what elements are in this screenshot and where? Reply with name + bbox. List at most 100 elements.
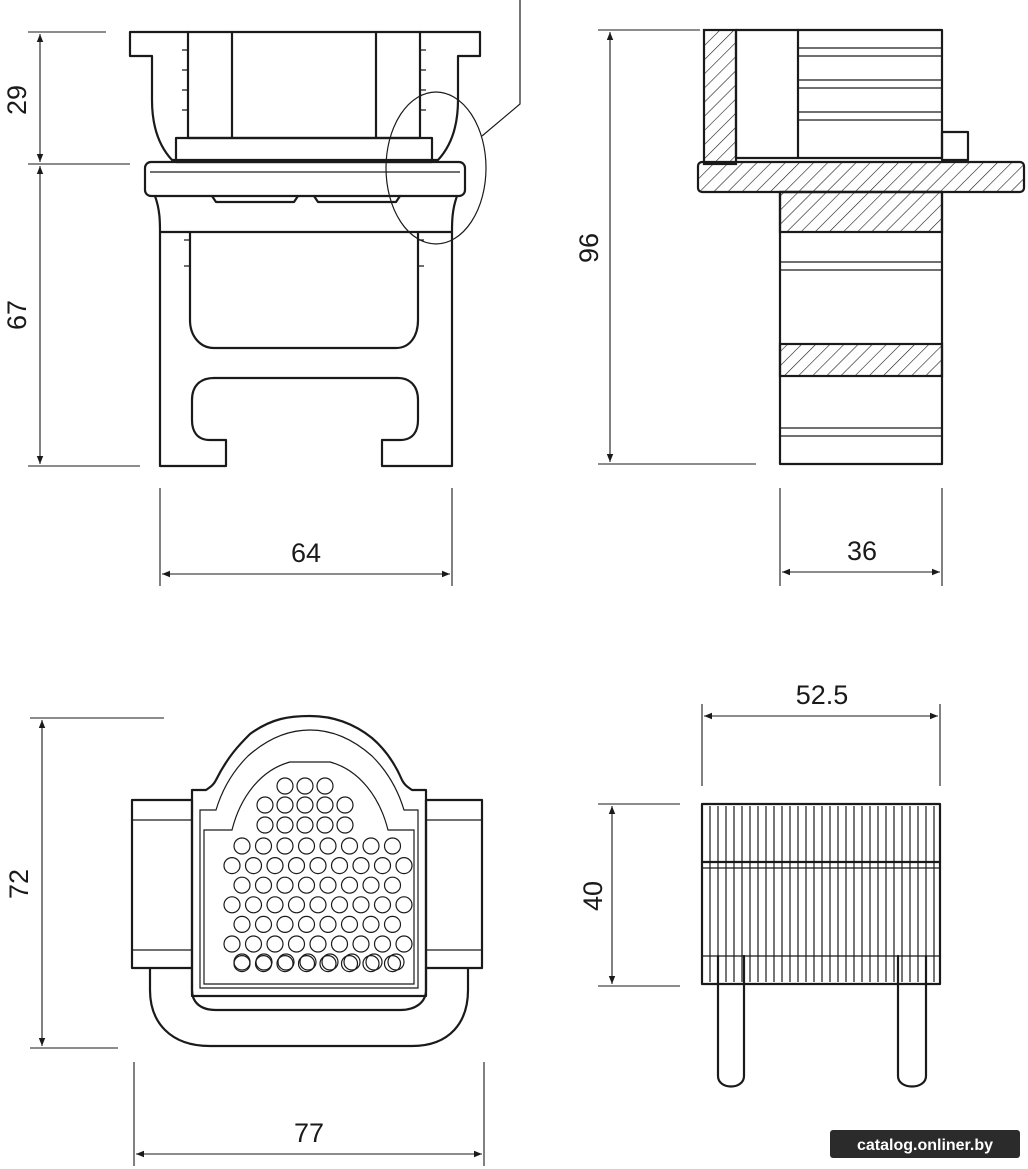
dim-side-height: 96	[574, 233, 604, 263]
contact-hole	[343, 953, 361, 971]
contact-hole	[266, 896, 284, 914]
contact-hole	[321, 953, 339, 971]
dim-front-upper-height: 29	[2, 85, 32, 115]
contact-holes	[223, 777, 413, 973]
contact-hole	[276, 954, 294, 973]
contact-hole	[256, 816, 274, 834]
contact-hole	[287, 935, 306, 953]
contact-hole	[362, 876, 380, 894]
contact-hole	[299, 953, 317, 971]
contact-hole	[296, 816, 314, 834]
dim-face-width: 77	[294, 1118, 324, 1148]
dim-front-width: 64	[291, 538, 321, 568]
contact-hole	[340, 876, 359, 894]
contact-hole	[336, 816, 354, 834]
contact-hole	[330, 896, 349, 914]
side-dimensions: 96 36	[574, 29, 943, 586]
contact-hole	[223, 856, 241, 875]
contact-hole	[309, 856, 327, 875]
contact-hole	[276, 796, 294, 814]
contact-hole	[244, 935, 263, 953]
contact-hole	[340, 837, 359, 855]
contact-hole	[266, 856, 284, 875]
contact-hole	[362, 915, 380, 934]
contact-hole	[297, 915, 316, 934]
plug-view	[700, 802, 942, 1088]
contact-hole	[233, 915, 251, 934]
dim-plug-height: 40	[578, 881, 608, 911]
dim-plug-width: 52.5	[796, 680, 849, 710]
contact-hole	[352, 856, 370, 875]
contact-hole	[352, 935, 370, 953]
contact-hole	[316, 796, 334, 814]
contact-hole	[296, 777, 314, 795]
contact-hole	[319, 876, 337, 894]
contact-hole	[277, 953, 295, 971]
dim-side-width: 36	[847, 536, 877, 566]
contact-hole	[373, 896, 392, 914]
contact-hole	[387, 953, 405, 971]
contact-hole	[319, 954, 337, 973]
contact-hole	[276, 777, 294, 795]
contact-hole	[287, 856, 306, 875]
contact-hole	[254, 876, 273, 894]
contact-hole	[297, 876, 316, 894]
contact-hole	[316, 816, 334, 834]
front-view	[128, 0, 521, 468]
contact-hole	[365, 953, 383, 971]
contact-hole	[330, 856, 349, 875]
contact-hole	[233, 876, 251, 894]
dim-face-height: 72	[4, 869, 34, 899]
face-view	[130, 714, 484, 1048]
contact-hole	[244, 896, 263, 914]
contact-hole	[266, 935, 284, 953]
contact-hole	[316, 777, 334, 795]
contact-hole	[319, 915, 337, 934]
face-dimensions: 72 77	[4, 717, 485, 1166]
contact-hole	[319, 837, 337, 855]
contact-hole	[287, 896, 306, 914]
contact-hole	[296, 796, 314, 814]
contact-hole	[395, 935, 413, 953]
dim-front-lower-height: 67	[2, 300, 32, 330]
contact-hole	[254, 915, 273, 934]
watermark-text: catalog.onliner.by	[857, 1137, 993, 1154]
front-dimensions: 29 67 64	[2, 31, 453, 586]
contact-hole	[340, 954, 359, 973]
contact-hole	[336, 796, 354, 814]
contact-hole	[383, 915, 402, 934]
contact-hole	[297, 837, 316, 855]
contact-hole	[330, 935, 349, 953]
contact-hole	[244, 856, 263, 875]
contact-hole	[373, 856, 392, 875]
contact-hole	[223, 896, 241, 914]
contact-hole	[383, 876, 402, 894]
contact-hole	[254, 954, 273, 973]
plug-ribs	[709, 806, 935, 982]
contact-hole	[233, 953, 251, 971]
watermark: catalog.onliner.by	[830, 1130, 1020, 1158]
contact-hole	[383, 837, 402, 855]
contact-hole	[297, 954, 316, 973]
contact-hole	[373, 935, 392, 953]
contact-hole	[352, 896, 370, 914]
contact-hole	[276, 915, 294, 934]
contact-hole	[256, 796, 274, 814]
contact-hole	[233, 837, 251, 855]
contact-hole	[395, 896, 413, 914]
contact-hole	[309, 935, 327, 953]
contact-hole	[254, 837, 273, 855]
contact-hole	[276, 876, 294, 894]
contact-hole	[340, 915, 359, 934]
contact-hole	[383, 954, 402, 973]
contact-hole	[276, 816, 294, 834]
contact-hole	[309, 896, 327, 914]
contact-hole	[255, 953, 273, 971]
plug-dimensions: 52.5 40	[578, 680, 941, 987]
contact-hole	[362, 837, 380, 855]
contact-hole	[223, 935, 241, 953]
contact-hole	[362, 954, 380, 973]
contact-hole	[233, 954, 251, 973]
contact-hole	[395, 856, 413, 875]
